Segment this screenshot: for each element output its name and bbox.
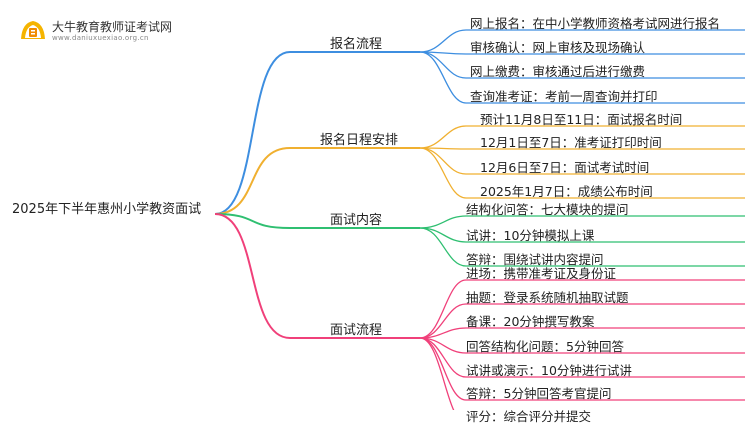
- leaf-node: 12月1日至7日：准考证打印时间: [480, 135, 662, 150]
- branch-node: 报名日程安排: [320, 133, 399, 148]
- leaf-node: 审核确认：网上审核及现场确认: [470, 40, 646, 55]
- leaf-node: 试讲或演示：10分钟进行试讲: [466, 363, 632, 378]
- leaf-node: 答辩：5分钟回答考官提问: [466, 386, 612, 401]
- leaf-node: 进场：携带准考证及身份证: [466, 266, 617, 281]
- mindmap-connectors: [214, 29, 745, 410]
- leaf-node: 评分：综合评分并提交: [466, 409, 592, 424]
- leaf-node: 网上报名：在中小学教师资格考试网进行报名: [470, 16, 721, 31]
- leaf-node: 预计11月8日至11日：面试报名时间: [480, 112, 683, 127]
- brand-title: 大牛教育教师证考试网: [52, 20, 173, 34]
- branch-node: 面试内容: [330, 213, 383, 228]
- leaf-node: 网上缴费：审核通过后进行缴费: [470, 64, 646, 79]
- leaf-node: 抽题：登录系统随机抽取试题: [466, 290, 629, 305]
- brand-url: www.daniuxuexiao.org.cn: [52, 34, 149, 42]
- leaf-node: 试讲：10分钟模拟上课: [466, 228, 595, 243]
- leaf-node: 回答结构化问题：5分钟回答: [466, 339, 624, 354]
- leaf-node: 备课：20分钟撰写教案: [466, 314, 595, 329]
- root-node: 2025年下半年惠州小学教资面试: [12, 202, 202, 217]
- leaf-node: 答辩：围绕试讲内容提问: [466, 252, 604, 267]
- leaf-node: 查询准考证：考前一周查询并打印: [470, 89, 658, 104]
- leaf-node: 12月6日至7日：面试考试时间: [480, 160, 650, 175]
- leaf-node: 2025年1月7日：成绩公布时间: [480, 184, 653, 199]
- branch-node: 面试流程: [330, 323, 383, 338]
- mindmap-canvas: 大牛教育教师证考试网 www.daniuxuexiao.org.cn 2025年…: [12, 16, 745, 424]
- leaf-node: 结构化问答：七大模块的提问: [466, 202, 629, 217]
- brand-logo-icon: [18, 17, 48, 43]
- branch-node: 报名流程: [330, 37, 383, 52]
